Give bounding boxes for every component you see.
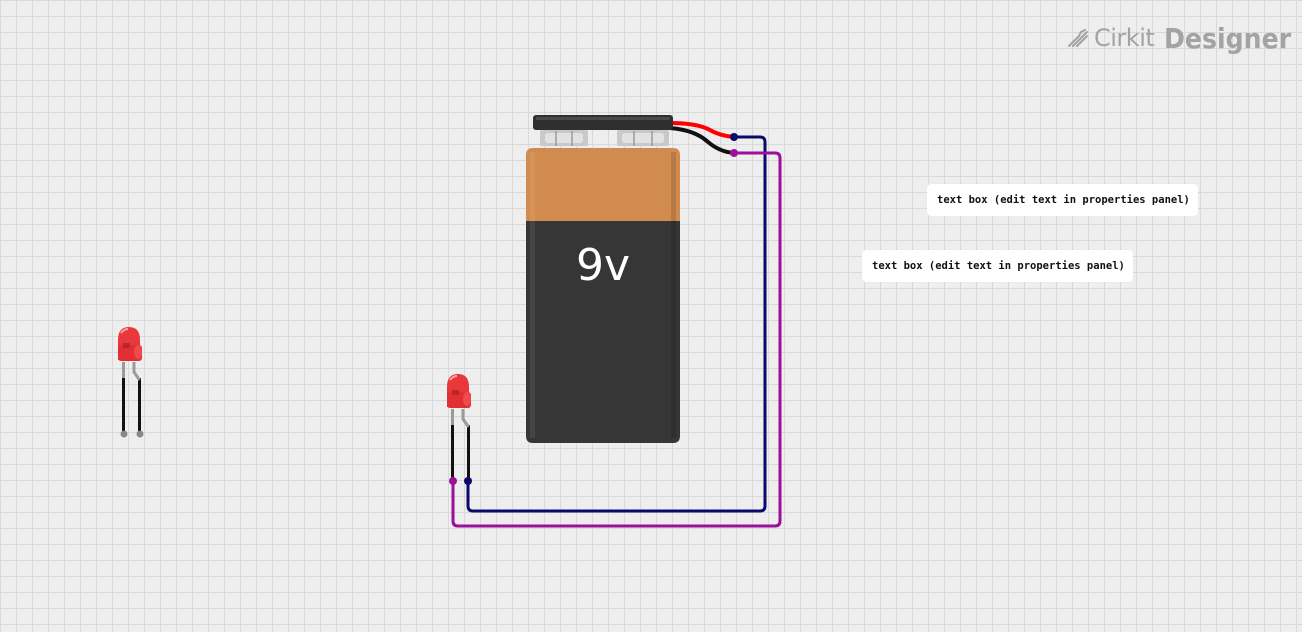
wire-navy[interactable] (466, 135, 767, 513)
logo-brand-suffix: Designer (1164, 21, 1292, 55)
node-led2-cathode[interactable] (464, 477, 472, 485)
cirkit-logo-icon (1068, 29, 1088, 47)
battery-voltage-label: 9v (576, 240, 630, 291)
battery-lead-black (668, 126, 736, 155)
logo-brand-name: Cirkit (1094, 24, 1155, 52)
node-battery-positive[interactable] (730, 133, 738, 141)
text-box-2[interactable]: text box (edit text in properties panel) (862, 250, 1133, 282)
text-box-1[interactable]: text box (edit text in properties panel) (927, 184, 1198, 216)
led-red-2[interactable] (447, 374, 471, 481)
led-1-anode-pin[interactable] (120, 430, 128, 438)
cirkit-designer-logo: Cirkit Designer (1066, 20, 1302, 56)
led-1-cathode-pin[interactable] (136, 430, 144, 438)
node-led2-anode[interactable] (449, 477, 457, 485)
wire-purple[interactable] (451, 151, 782, 528)
node-battery-negative[interactable] (730, 149, 738, 157)
battery-terminal-left (540, 130, 588, 146)
battery-body (526, 221, 680, 443)
battery-lead-red (668, 121, 736, 139)
led-red-1[interactable] (118, 327, 144, 438)
battery-9v[interactable]: 9v (526, 115, 736, 443)
battery-top-orange (526, 148, 680, 221)
battery-terminal-right (617, 130, 669, 146)
